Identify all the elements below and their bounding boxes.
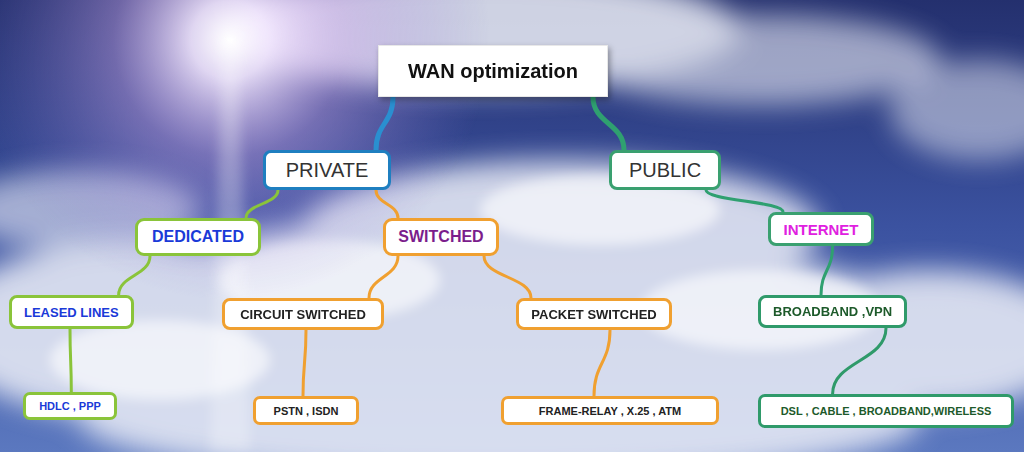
node-label: PRIVATE <box>286 159 369 182</box>
node-label: BROADBAND ,VPN <box>773 304 892 319</box>
subtype-box: BROADBAND ,VPN <box>758 295 907 328</box>
title-box: WAN optimization <box>378 45 608 97</box>
connector-line <box>594 330 610 396</box>
node-label: HDLC , PPP <box>39 400 101 412</box>
node-label: INTERNET <box>784 221 859 238</box>
node-label: DSL , CABLE , BROADBAND,WIRELESS <box>781 405 992 417</box>
node-label: CIRCUIT SWITCHED <box>240 307 366 322</box>
type-box: SWITCHED <box>383 218 499 256</box>
protocol-box: PSTN , ISDN <box>253 396 359 425</box>
connector-line <box>119 256 150 295</box>
protocol-box: HDLC , PPP <box>23 392 117 420</box>
node-label: PSTN , ISDN <box>274 405 339 417</box>
node-label: PUBLIC <box>629 159 701 182</box>
connector-line <box>246 190 278 218</box>
connector-line <box>376 97 393 150</box>
node-label: SWITCHED <box>398 228 483 246</box>
protocol-box: DSL , CABLE , BROADBAND,WIRELESS <box>758 394 1014 428</box>
connector-line <box>376 190 398 218</box>
connector-line <box>833 328 886 394</box>
type-box: INTERNET <box>768 212 874 246</box>
subtype-box: PACKET SWITCHED <box>516 298 672 330</box>
connector-line <box>303 330 306 396</box>
node-label: PACKET SWITCHED <box>531 307 656 322</box>
subtype-box: CIRCUIT SWITCHED <box>222 298 384 330</box>
connector-line <box>706 190 783 212</box>
type-box: DEDICATED <box>135 218 261 256</box>
subtype-box: LEASED LINES <box>9 295 134 329</box>
connector-line <box>593 97 624 150</box>
protocol-box: FRAME-RELAY , X.25 , ATM <box>501 396 719 425</box>
node-label: FRAME-RELAY , X.25 , ATM <box>539 405 681 417</box>
connector-line <box>369 256 398 298</box>
category-box: PRIVATE <box>263 150 391 190</box>
category-box: PUBLIC <box>609 150 721 190</box>
node-label: LEASED LINES <box>24 305 119 320</box>
node-label: DEDICATED <box>152 228 244 246</box>
connector-line <box>484 256 531 298</box>
connector-line <box>821 246 833 295</box>
connector-line <box>70 329 71 392</box>
node-label: WAN optimization <box>408 60 578 83</box>
